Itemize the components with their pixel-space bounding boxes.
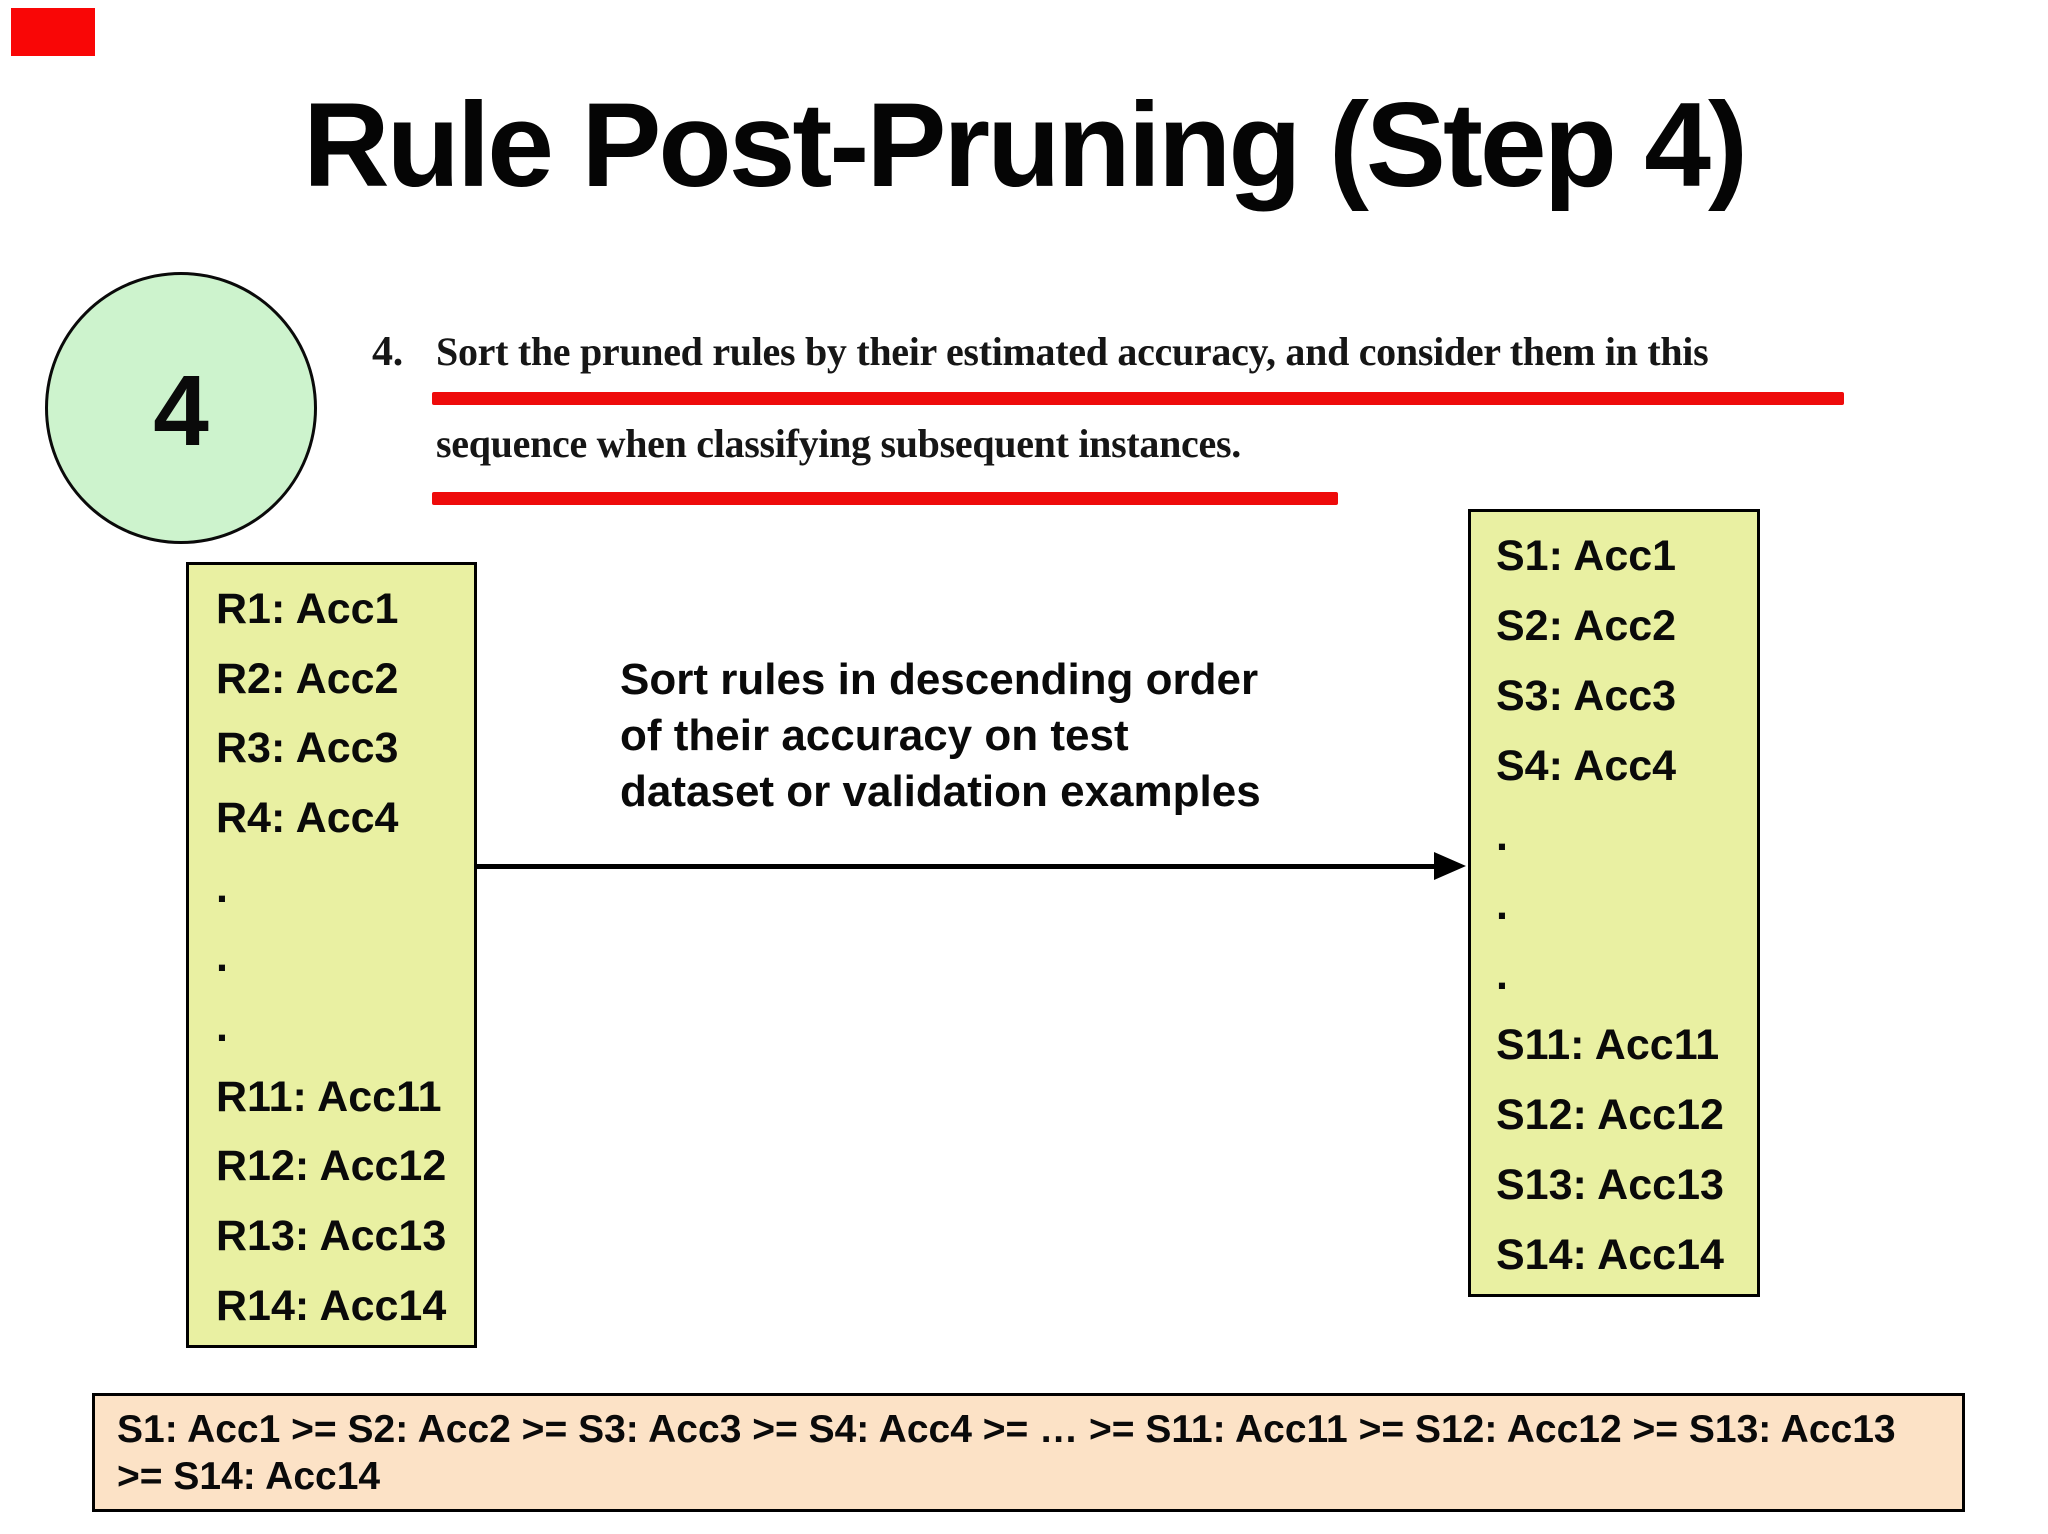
sort-note-line-3: dataset or validation examples	[620, 767, 1261, 816]
rule-row: R3: Acc3	[216, 724, 399, 773]
red-underline-2	[432, 492, 1338, 505]
rule-row: S12: Acc12	[1496, 1091, 1724, 1139]
rule-row: R11: Acc11	[216, 1072, 442, 1121]
quote-line-1: Sort the pruned rules by their estimated…	[436, 329, 1709, 374]
rule-row: R4: Acc4	[216, 794, 399, 843]
rule-row: S14: Acc14	[1496, 1230, 1724, 1279]
rule-row: S13: Acc13	[1496, 1160, 1724, 1209]
rule-row: R14: Acc14	[216, 1281, 447, 1330]
rule-row: S2: Acc2	[1496, 601, 1677, 650]
rule-row: S1: Acc1	[1496, 532, 1677, 580]
rule-row: R1: Acc1	[216, 585, 399, 633]
rule-row: S4: Acc4	[1496, 741, 1677, 790]
flow-arrow-line	[477, 864, 1439, 869]
rule-row: R12: Acc12	[216, 1142, 447, 1191]
page-title: Rule Post-Pruning (Step 4)	[302, 78, 1748, 212]
step-badge-number: 4	[153, 355, 209, 467]
ellipsis-dot-row: .	[1496, 811, 1508, 860]
ellipsis-dot-row: .	[1496, 951, 1508, 1000]
red-corner-marker	[11, 8, 95, 56]
rule-row: R13: Acc13	[216, 1212, 447, 1261]
quote-line-2: sequence when classifying subsequent ins…	[436, 421, 1241, 466]
rule-row: R2: Acc2	[216, 654, 399, 703]
sort-note-line-2: of their accuracy on test	[620, 711, 1129, 760]
sort-note-line-1: Sort rules in descending order	[620, 655, 1259, 704]
sort-note: Sort rules in descending order of their …	[620, 652, 1261, 820]
rule-row: S3: Acc3	[1496, 671, 1677, 720]
ellipsis-dot-row: .	[1496, 881, 1508, 930]
ordering-summary-text: S1: Acc1 >= S2: Acc2 >= S3: Acc3 >= S4: …	[117, 1408, 1896, 1498]
red-underline-1	[432, 392, 1844, 405]
flow-arrow-head	[1434, 852, 1466, 880]
ellipsis-dot-row: .	[216, 1003, 228, 1052]
step-badge-circle: 4	[45, 272, 317, 544]
rule-row: S11: Acc11	[1496, 1021, 1720, 1070]
ellipsis-dot-row: .	[216, 863, 228, 912]
ellipsis-dot-row: .	[216, 933, 228, 982]
quote-item-number: 4.	[372, 329, 403, 375]
ordering-summary-box: S1: Acc1 >= S2: Acc2 >= S3: Acc3 >= S4: …	[92, 1393, 1965, 1512]
